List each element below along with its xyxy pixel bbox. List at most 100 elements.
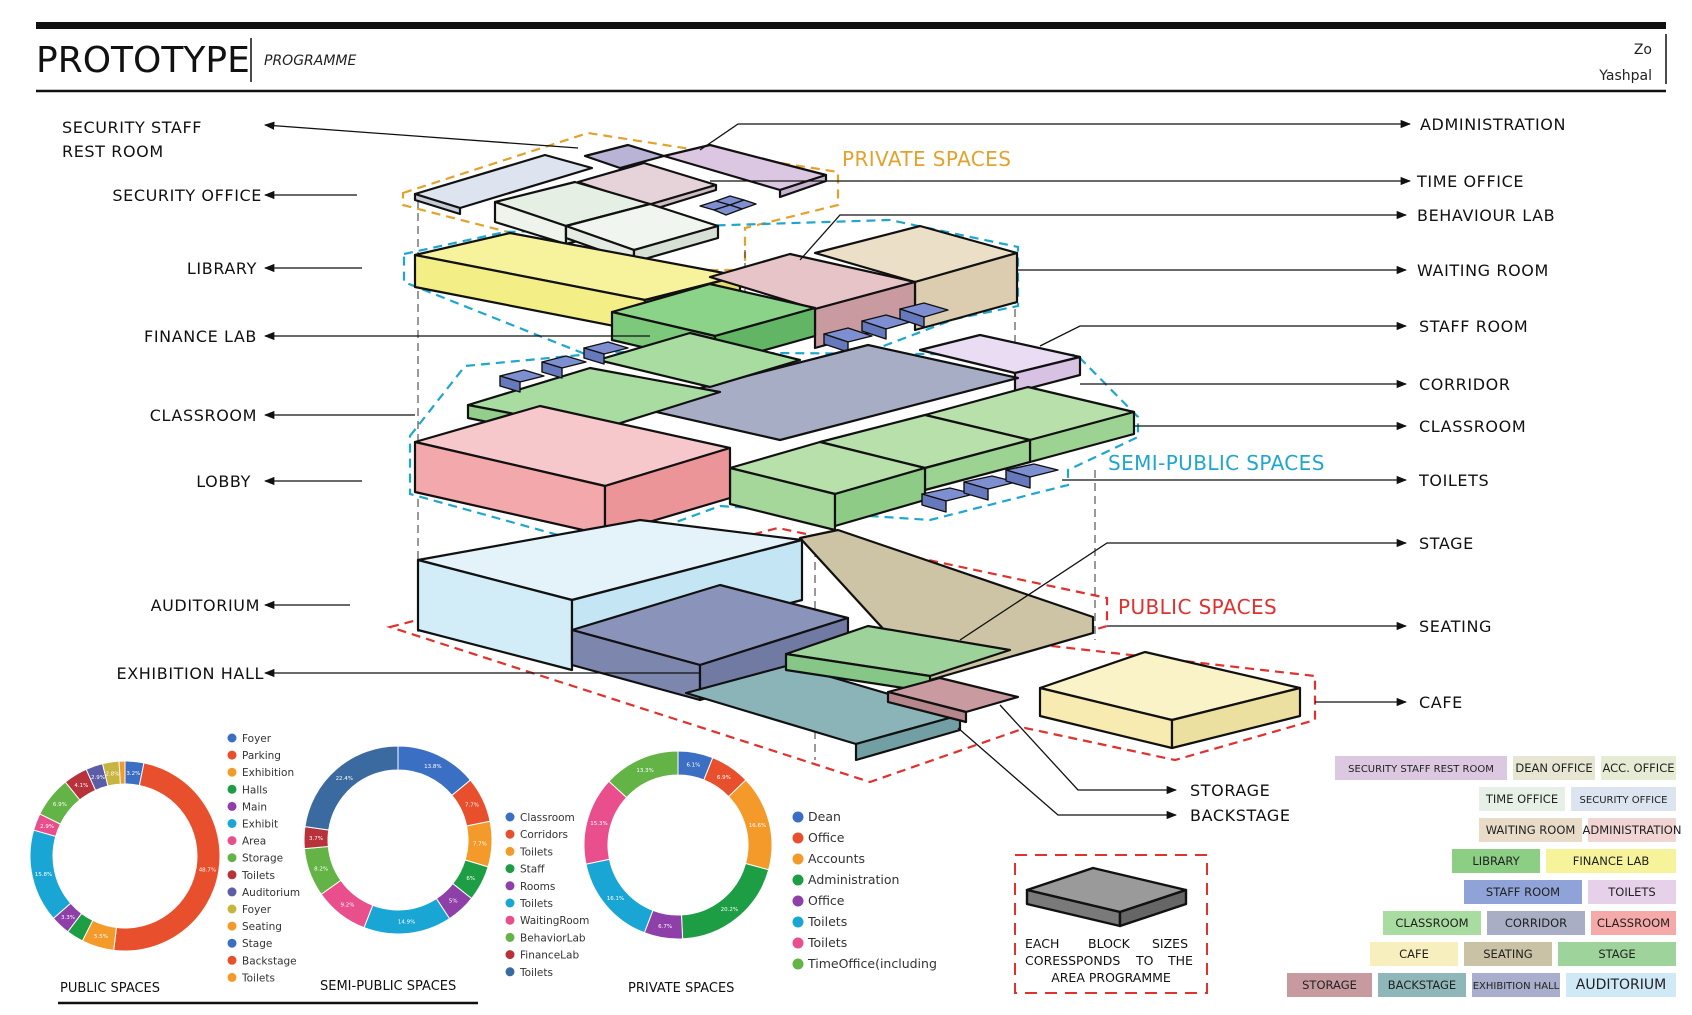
block-staff-room xyxy=(918,333,1082,394)
color-key-swatch xyxy=(1479,818,1582,842)
color-key-swatch xyxy=(1370,942,1458,966)
legend-swatch xyxy=(505,932,515,942)
color-key-swatch xyxy=(1601,756,1676,780)
legend-label: Toilets xyxy=(519,967,553,979)
legend-swatch xyxy=(227,904,237,914)
note-line-area-programme: AREA PROGRAMME xyxy=(1051,970,1171,985)
color-key-swatch xyxy=(1558,942,1676,966)
block-cafe xyxy=(1038,650,1302,750)
color-key-swatch xyxy=(1383,911,1481,935)
legend-label: Administration xyxy=(808,872,899,887)
donut-slice xyxy=(113,762,221,952)
label-stage: STAGE xyxy=(1419,534,1474,553)
color-key-label: ADMINISTRATION xyxy=(1583,823,1682,837)
block-behaviour-lab xyxy=(564,202,720,264)
legend-label: Exhibition xyxy=(242,767,294,779)
legend-label: Halls xyxy=(242,784,268,796)
legend-swatch xyxy=(792,958,804,970)
donut-slice xyxy=(118,760,126,785)
color-key-swatch xyxy=(1452,849,1540,873)
toilet-cluster-left xyxy=(499,341,629,393)
legend-label: Toilets xyxy=(241,870,275,882)
toilet-cluster-right xyxy=(921,463,1059,513)
block-storage xyxy=(886,676,1020,724)
legend-swatch xyxy=(227,921,237,931)
legend-label: Foyer xyxy=(242,733,272,745)
legend-swatch xyxy=(227,887,237,897)
block-classroom-right xyxy=(728,385,1136,532)
color-key-label: CLASSROOM xyxy=(1395,916,1468,930)
donut-chart-public: 3.2%48.7%5.5%3.3%15.8%2.9%6.9%4.1%2.9%2.… xyxy=(29,760,221,952)
color-key-label: SECURITY OFFICE xyxy=(1580,795,1668,806)
legend-swatch xyxy=(505,967,515,977)
note-word-coresspond: CORESSPONDS xyxy=(1025,953,1120,968)
note-word-each: EACH xyxy=(1025,936,1059,951)
label-security-office: SECURITY OFFICE xyxy=(112,186,262,205)
color-key-label: CAFE xyxy=(1399,947,1429,961)
semi-public-spaces-label: SEMI-PUBLIC SPACES xyxy=(1108,451,1325,475)
donut-slice-label: 6% xyxy=(466,876,475,882)
note-word-block: BLOCK xyxy=(1088,936,1131,951)
legend-swatch xyxy=(227,733,237,743)
legend-label: Seating xyxy=(242,921,282,933)
donut-slice-label: 2.9% xyxy=(40,824,54,830)
author-name-1: Zo xyxy=(1634,42,1652,58)
legend-label: Area xyxy=(242,836,266,848)
color-key-label: TOILETS xyxy=(1607,885,1655,899)
donut-slice-label: 4.1% xyxy=(74,783,88,789)
semi-public-zone-outline-lower xyxy=(408,350,1140,550)
label-time-office: TIME OFFICE xyxy=(1416,172,1524,191)
label-auditorium: AUDITORIUM xyxy=(151,596,260,615)
color-key-swatch xyxy=(1546,849,1676,873)
color-key-swatch xyxy=(1588,880,1676,904)
legend-swatch xyxy=(505,898,515,908)
legend-swatch xyxy=(227,938,237,948)
label-cafe: CAFE xyxy=(1419,693,1463,712)
legend-swatch xyxy=(505,864,515,874)
legend-label: Storage xyxy=(242,853,283,865)
legend-label: Toilets xyxy=(519,898,553,910)
legend-label: Auditorium xyxy=(242,887,300,899)
donut-slice-label: 6.7% xyxy=(658,924,672,930)
color-key-label: STORAGE xyxy=(1302,978,1357,992)
top-rule xyxy=(36,22,1666,29)
color-key-swatch xyxy=(1287,973,1372,997)
donut-slice-label: 13.8% xyxy=(424,764,441,770)
page-title: PROTOTYPE xyxy=(36,40,250,81)
legend-private: DeanOfficeAccountsAdministrationOfficeTo… xyxy=(792,809,937,971)
color-key-label: STAFF ROOM xyxy=(1486,885,1560,899)
color-key-swatch xyxy=(1571,787,1676,811)
label-library: LIBRARY xyxy=(187,259,257,278)
color-key-swatch xyxy=(1378,973,1466,997)
legend-swatch xyxy=(227,767,237,777)
label-behaviour-lab: BEHAVIOUR LAB xyxy=(1417,206,1555,225)
private-spaces-label: PRIVATE SPACES xyxy=(842,147,1011,171)
label-toilets: TOILETS xyxy=(1418,471,1489,490)
donut-slice-label: 2.8% xyxy=(105,771,119,777)
caption-semi-public-spaces: SEMI-PUBLIC SPACES xyxy=(320,979,456,994)
color-key-label: SEATING xyxy=(1483,947,1532,961)
legend-label: Toilets xyxy=(519,846,553,858)
donut-slice-label: 15.8% xyxy=(35,872,52,878)
legend-public: FoyerParkingExhibitionHallsMainExhibitAr… xyxy=(227,733,300,984)
label-waiting-room: WAITING ROOM xyxy=(1417,261,1549,280)
legend-swatch xyxy=(792,937,804,949)
label-security-staff-rest-room-line2: REST ROOM xyxy=(62,142,164,161)
legend-semi-public: ClassroomCorridorsToiletsStaffRoomsToile… xyxy=(505,812,589,979)
color-key-label: EXHIBITION HALL xyxy=(1473,981,1560,992)
legend-label: Staff xyxy=(520,864,545,876)
private-zone-outline xyxy=(401,131,840,272)
isometric-stack xyxy=(413,143,1302,762)
toilet-cluster-private xyxy=(699,195,757,216)
legend-swatch xyxy=(792,832,804,844)
legend-label: Classroom xyxy=(520,812,575,824)
legend-label: Toilets xyxy=(241,972,275,984)
left-callouts xyxy=(263,121,700,678)
block-lobby xyxy=(413,404,732,537)
label-security-staff-rest-room-line1: SECURITY STAFF xyxy=(62,118,202,137)
donut-slice-label: 6.1% xyxy=(686,762,700,768)
donut-slice-label: 16.1% xyxy=(607,896,624,902)
label-staff-room: STAFF ROOM xyxy=(1419,317,1528,336)
color-key-label: CLASSROOM xyxy=(1597,916,1670,930)
